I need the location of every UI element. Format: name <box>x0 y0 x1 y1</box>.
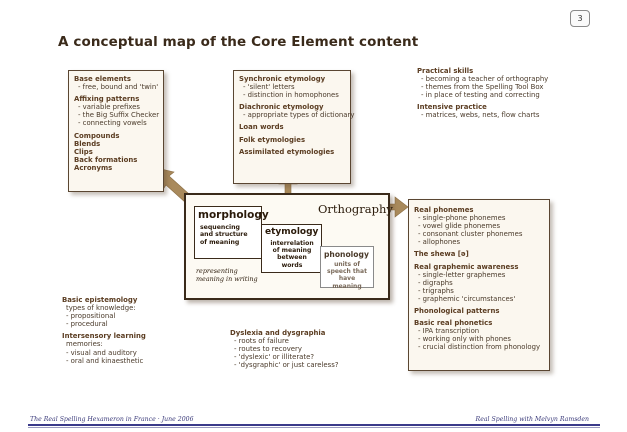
section-item: - 'silent' letters <box>243 83 295 92</box>
section-item: - 'dyslexic' or illiterate? <box>234 353 315 362</box>
section-heading: Dyslexia and dysgraphia <box>230 329 326 337</box>
section-heading: Basic epistemology <box>62 296 138 304</box>
section-item: - matrices, webs, nets, flow charts <box>421 111 540 120</box>
section-item: - consonant cluster phonemes <box>418 230 523 239</box>
section-heading: Phonological patterns <box>414 307 500 316</box>
right-box: Real phonemes- single-phone phonemes- vo… <box>408 199 550 371</box>
section-item: - allophones <box>418 238 461 247</box>
section-item: memories: <box>66 340 103 349</box>
section-item: - becoming a teacher of orthography <box>421 75 549 84</box>
section-heading: Intersensory learning <box>62 332 146 341</box>
section-item: - IPA transcription <box>418 327 480 336</box>
representing-meaning-caption: representing meaning in writing <box>196 267 258 283</box>
section-heading: Base elements <box>74 75 131 83</box>
section-heading: Practical skills <box>417 67 474 75</box>
section-item: - roots of failure <box>234 337 289 346</box>
phonology-heading: phonology <box>324 250 369 259</box>
section-heading: Acronyms <box>74 163 113 172</box>
footer-right: Real Spelling with Melvyn Ramsden <box>475 416 589 423</box>
section-item: - free, bound and 'twin' <box>78 83 159 92</box>
section-item: - vowel glide phonemes <box>418 222 501 231</box>
page-title: A conceptual map of the Core Element con… <box>58 34 419 50</box>
section-item: types of knowledge: <box>66 304 136 313</box>
section-heading: Assimilated etymologies <box>239 147 335 156</box>
phonology-description: units of speech that have meaning <box>327 261 367 290</box>
section-item: - variable prefixes <box>78 103 140 112</box>
top-right-notes: Practical skills- becoming a teacher of … <box>417 67 548 120</box>
morphology-description: sequencing and structure of meaning <box>200 224 248 246</box>
section-heading: Real phonemes <box>414 206 474 214</box>
footer-left: The Real Spelling Hexameron in France · … <box>30 416 194 423</box>
section-heading: Blends <box>74 139 101 148</box>
left-box: Base elements- free, bound and 'twin' Aff… <box>68 70 164 192</box>
section-item: - appropriate types of dictionary <box>243 111 355 120</box>
page-number: 3 <box>570 10 590 27</box>
footer-rule-thin <box>28 426 600 428</box>
section-item: - the Big Suffix Checker <box>78 111 160 120</box>
section-heading: Folk etymologies <box>239 135 306 144</box>
orthography-label: Orthography <box>318 202 393 216</box>
section-item: - visual and auditory <box>66 348 137 357</box>
section-heading: Compounds <box>74 131 120 140</box>
section-heading: The shewa [ə] <box>414 250 469 259</box>
section-item: - themes from the Spelling Tool Box <box>421 83 544 92</box>
section-item: - graphemic 'circumstances' <box>418 294 516 303</box>
etymology-heading: etymology <box>265 227 319 237</box>
section-heading: Back formations <box>74 155 138 164</box>
section-item: - single-letter graphemes <box>418 270 506 279</box>
section-item: - trigraphs <box>418 286 454 295</box>
section-item: - digraphs <box>418 278 453 287</box>
section-item: - procedural <box>66 320 108 329</box>
morphology-box: morphology sequencing and structure of m… <box>194 206 269 259</box>
section-heading: Affixing patterns <box>74 95 140 104</box>
section-item: - distinction in homophones <box>243 91 339 100</box>
etymology-description: interrelation of meaning between words <box>270 240 314 269</box>
phonology-box: phonology units of speech that have mean… <box>320 246 374 290</box>
section-heading: Real graphemic awareness <box>414 262 519 271</box>
section-heading: Intensive practice <box>417 103 487 112</box>
section-heading: Loan words <box>239 123 284 132</box>
section-heading: Basic real phonetics <box>414 319 493 328</box>
section-item: - in place of testing and correcting <box>421 91 540 100</box>
footer-rule <box>28 424 600 426</box>
middle-box: Synchronic etymology- 'silent' letters- … <box>233 70 355 184</box>
section-item: - working only with phones <box>418 335 511 344</box>
section-item: - connecting vowels <box>78 119 147 128</box>
morphology-heading: morphology <box>198 209 269 221</box>
section-item: - crucial distinction from phonology <box>418 343 541 352</box>
section-item: - routes to recovery <box>234 345 302 354</box>
section-heading: Diachronic etymology <box>239 103 324 112</box>
section-item: - 'dysgraphic' or just careless? <box>234 361 339 370</box>
bottom-middle-notes: Dyslexia and dysgraphia- roots of failur… <box>230 329 339 369</box>
section-heading: Synchronic etymology <box>239 75 326 83</box>
section-heading: Clips <box>74 147 93 156</box>
section-item: - oral and kinaesthetic <box>66 356 144 365</box>
etymology-box: etymology interrelation of meaning betwe… <box>261 224 322 273</box>
section-item: - single-phone phonemes <box>418 214 506 223</box>
section-item: - propositional <box>66 312 116 321</box>
